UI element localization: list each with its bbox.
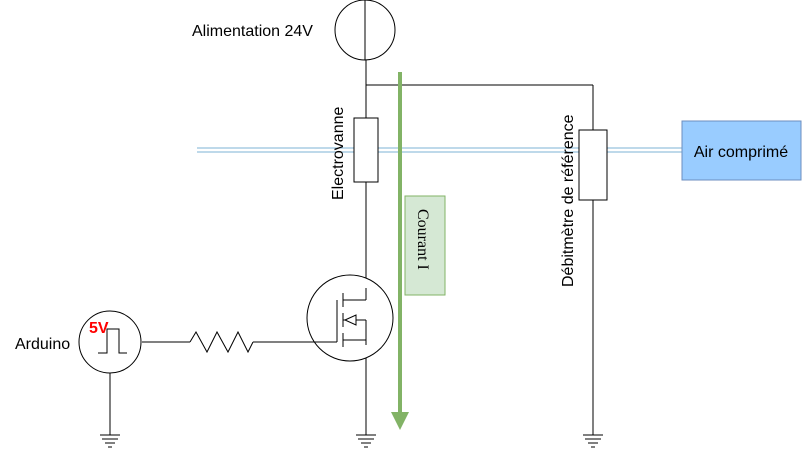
current-label: Courant I: [414, 209, 431, 270]
voltage-label: 5V: [89, 320, 109, 337]
wiring: [109, 60, 594, 435]
electrovalve-symbol: [353, 117, 379, 183]
power-supply-label: Alimentation 24V: [192, 23, 313, 40]
flowmeter-symbol: [578, 129, 608, 201]
power-supply-symbol: [334, 0, 396, 61]
resistor-symbol: [189, 330, 254, 354]
mosfet-symbol: [300, 274, 394, 362]
compressed-air-box: [681, 120, 802, 181]
flowmeter-label: Débitmètre de référence: [560, 114, 577, 287]
ground-symbol-arduino: [100, 434, 120, 448]
arduino-label: Arduino: [15, 336, 70, 353]
compressed-air-label: Air comprimé: [694, 144, 788, 161]
current-label-box: [404, 195, 446, 296]
electrovalve-label: Electrovanne: [330, 107, 347, 200]
air-pipe: [197, 147, 682, 153]
ground-symbol-mosfet: [356, 434, 376, 448]
current-arrow: [391, 72, 409, 430]
ground-symbol-flowmeter: [583, 434, 603, 448]
arduino-source-symbol: [78, 310, 142, 374]
